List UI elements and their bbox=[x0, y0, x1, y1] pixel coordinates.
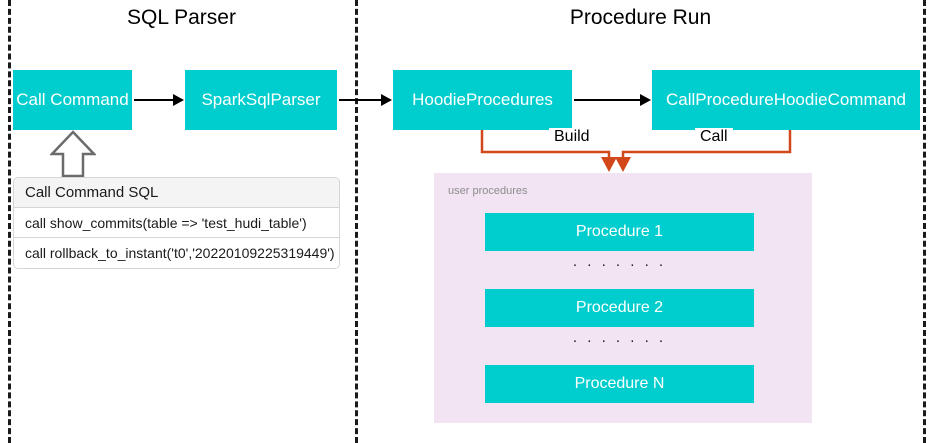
arrow-head-build-icon bbox=[601, 157, 617, 172]
user-procedures-label: user procedures bbox=[448, 185, 528, 197]
arrow-sparksqlparser-to-hoodieprocedures bbox=[339, 99, 382, 101]
arrow-call-command-to-sparksqlparser bbox=[134, 99, 174, 101]
arrow-head-icon bbox=[173, 94, 184, 106]
node-call-command[interactable]: Call Command bbox=[13, 70, 132, 130]
procedure-item[interactable]: Procedure 2 bbox=[485, 289, 754, 327]
procedures-separator-dots: . . . . . . . bbox=[572, 329, 667, 346]
procedure-item[interactable]: Procedure N bbox=[485, 365, 754, 403]
section-title-sql-parser: SQL Parser bbox=[127, 6, 236, 29]
arrow-head-icon bbox=[381, 94, 392, 106]
arrow-hoodieprocedures-to-callprocedurehoodiecommand bbox=[574, 99, 641, 101]
edge-label-call: Call bbox=[695, 128, 733, 146]
arrow-head-call-icon bbox=[615, 157, 631, 172]
sql-list-header: Call Command SQL bbox=[14, 178, 339, 208]
node-hoodie-procedures[interactable]: HoodieProcedures bbox=[393, 70, 572, 130]
hollow-up-arrow-icon bbox=[50, 130, 96, 178]
user-procedures-panel: user procedures Procedure 1 . . . . . . … bbox=[434, 173, 812, 423]
divider-left bbox=[8, 0, 11, 443]
node-call-procedure-hoodie-command[interactable]: CallProcedureHoodieCommand bbox=[652, 70, 920, 130]
sql-list-item[interactable]: call show_commits(table => 'test_hudi_ta… bbox=[14, 208, 339, 238]
sql-list-item[interactable]: call rollback_to_instant('t0','202201092… bbox=[14, 238, 339, 268]
arrow-head-icon bbox=[640, 94, 651, 106]
procedure-item[interactable]: Procedure 1 bbox=[485, 213, 754, 251]
procedures-separator-dots: . . . . . . . bbox=[572, 253, 667, 270]
node-spark-sql-parser[interactable]: SparkSqlParser bbox=[185, 70, 337, 130]
call-command-sql-list: Call Command SQL call show_commits(table… bbox=[13, 177, 340, 269]
divider-right bbox=[923, 0, 926, 443]
section-title-procedure-run: Procedure Run bbox=[569, 6, 712, 29]
divider-middle bbox=[355, 0, 358, 443]
edge-label-build: Build bbox=[549, 128, 595, 146]
